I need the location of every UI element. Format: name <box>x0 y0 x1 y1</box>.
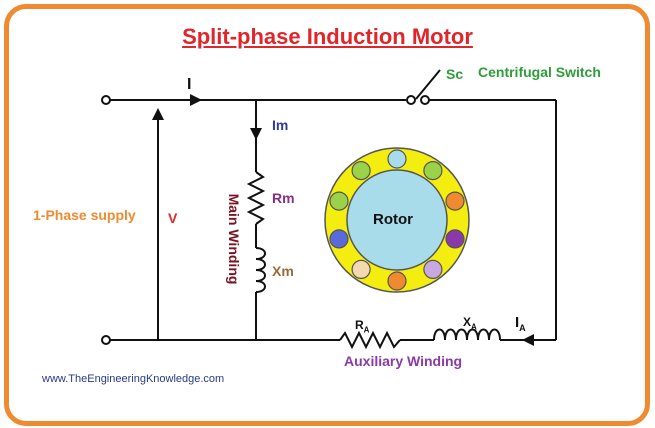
label-auxiliary-winding: Auxiliary Winding <box>344 353 463 369</box>
label-switch-sc: Sc <box>446 66 464 82</box>
switch-contact-left <box>406 95 416 105</box>
terminal-bottom <box>101 335 111 345</box>
label-xa: XA <box>463 315 477 332</box>
label-supply: 1-Phase supply <box>33 207 136 223</box>
arrow-voltage <box>152 108 164 120</box>
stator-slot <box>445 191 465 211</box>
rotor <box>346 169 448 271</box>
stator-slot <box>423 259 443 279</box>
stator-slot <box>423 161 443 181</box>
switch-contact-right <box>420 95 430 105</box>
arrow-current-i <box>190 94 202 106</box>
stator-slot <box>351 259 371 279</box>
diagram-title: Split-phase Induction Motor <box>182 24 473 49</box>
stator-slot <box>329 191 349 211</box>
label-rotor: Rotor <box>373 211 413 228</box>
stator-slot <box>387 271 407 291</box>
stator-slot <box>351 161 371 181</box>
stator-slot <box>387 149 407 169</box>
label-voltage: V <box>168 210 178 226</box>
inductor-main <box>255 247 266 293</box>
label-xm: Xm <box>272 263 294 279</box>
website-link[interactable]: www.TheEngineeringKnowledge.com <box>42 373 225 385</box>
label-rm: Rm <box>272 190 295 206</box>
stator-slot <box>445 229 465 249</box>
resistor-aux <box>339 330 401 350</box>
label-main-winding: Main Winding <box>226 193 242 285</box>
arrow-current-ia <box>522 334 534 346</box>
motor <box>324 147 470 293</box>
label-centrifugal-switch: Centrifugal Switch <box>478 64 601 80</box>
arrow-current-im <box>250 128 262 140</box>
label-ra: RA <box>355 318 370 335</box>
stator-slot <box>329 229 349 249</box>
label-im: Im <box>272 117 289 133</box>
switch-blade <box>415 69 441 100</box>
label-current-i: I <box>187 76 192 93</box>
resistor-main <box>246 171 266 225</box>
label-ia: IA <box>515 314 526 333</box>
inductor-aux <box>433 328 501 341</box>
terminal-top <box>101 95 111 105</box>
